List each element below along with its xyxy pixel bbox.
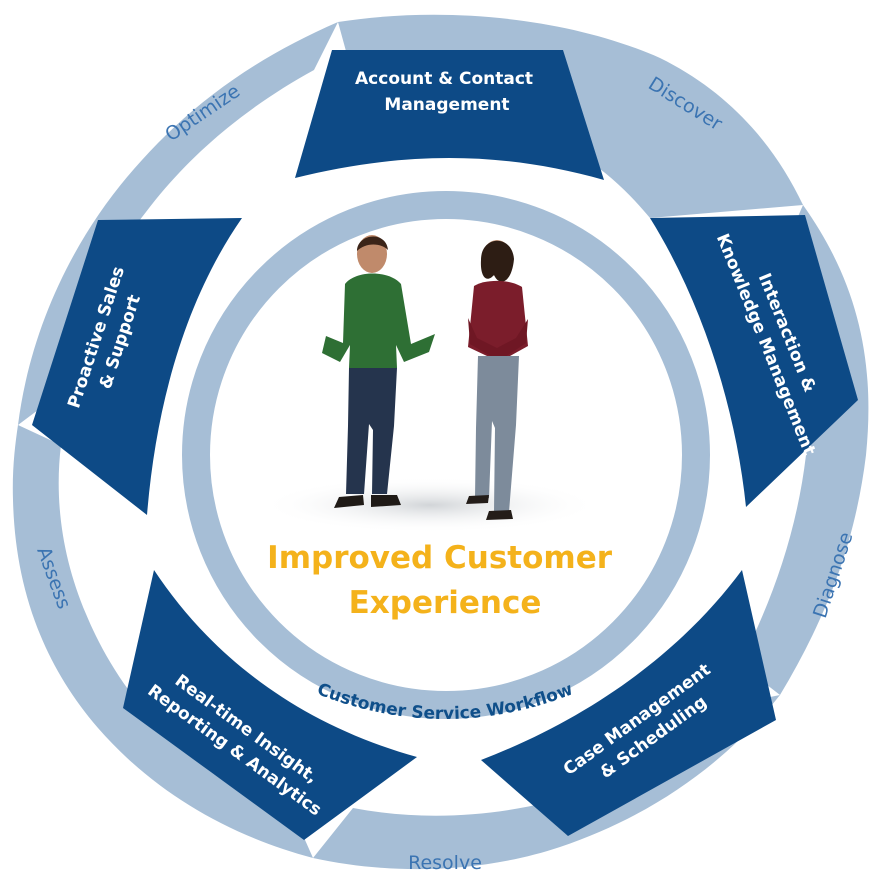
center-title: Improved Customer Experience bbox=[267, 540, 623, 621]
man-hair bbox=[357, 236, 388, 251]
floor-shadow bbox=[260, 477, 600, 533]
woman-top bbox=[468, 280, 528, 356]
man-figure bbox=[322, 235, 435, 508]
woman-hair bbox=[480, 240, 514, 282]
woman-figure bbox=[466, 240, 528, 520]
woman-shoe-right bbox=[486, 510, 513, 520]
panel-account-contact bbox=[295, 50, 604, 180]
outer-ring-resolve-segment bbox=[313, 695, 780, 870]
woman-jeans bbox=[475, 356, 519, 512]
people-photo bbox=[260, 235, 600, 533]
man-jeans bbox=[346, 368, 397, 494]
center-title-line-1: Improved Customer bbox=[267, 540, 613, 576]
woman-arms bbox=[468, 318, 528, 361]
man-shoe-right bbox=[371, 495, 401, 507]
man-shoe-left bbox=[334, 495, 364, 508]
panel-interaction-knowledge bbox=[650, 215, 858, 507]
panel-proactive-sales bbox=[32, 218, 242, 515]
panel-case-management bbox=[481, 570, 776, 836]
woman-shoe-left bbox=[466, 495, 489, 504]
man-shirt bbox=[322, 273, 435, 368]
panel-account-contact-line-1: Account & Contact bbox=[355, 69, 533, 89]
inner-ring bbox=[182, 191, 710, 719]
panels bbox=[32, 50, 858, 840]
panel-realtime-insight bbox=[123, 570, 417, 840]
panel-account-contact-line-2: Management bbox=[384, 95, 509, 115]
panel-account-contact-label: Account & Contact Management bbox=[355, 69, 539, 115]
center-title-line-2: Experience bbox=[349, 585, 542, 621]
stage-resolve-label: Resolve bbox=[408, 852, 482, 874]
